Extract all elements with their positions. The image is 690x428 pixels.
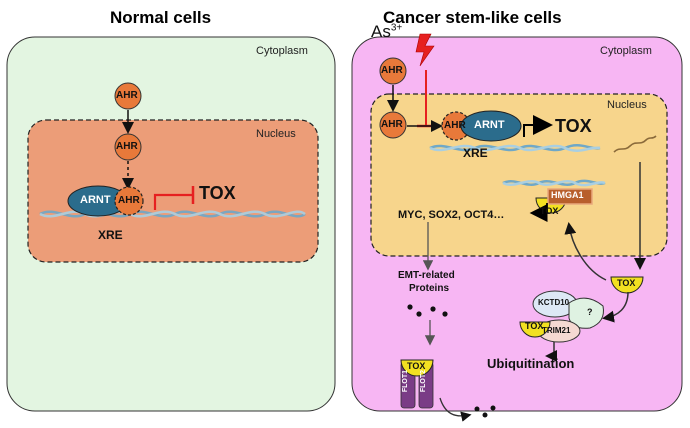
- tox-membrane-label: TOX: [407, 361, 426, 371]
- tox-complex-label: TOX: [525, 321, 544, 331]
- right-ahr-nucleus: [379, 111, 407, 139]
- left-xre-label: XRE: [98, 228, 123, 242]
- tox-to-nucleus-arrow: [564, 222, 607, 281]
- tox-nucleus-label: TOX: [540, 206, 559, 216]
- right-ahr-cytoplasm-label: AHR: [381, 65, 403, 76]
- left-nucleus: [27, 119, 319, 263]
- right-dna-strand-bottom: [502, 179, 606, 187]
- left-inhibit-line: [153, 193, 192, 210]
- right-dna-strand-top: [429, 144, 601, 152]
- left-ahr-bound: [114, 186, 144, 216]
- left-ahr-nucleus-label: AHR: [116, 141, 138, 152]
- flot2-label: FLOT2: [420, 370, 427, 393]
- tox-to-complex-arrow: [602, 291, 629, 323]
- left-ahr-cytoplasm-label: AHR: [116, 90, 138, 101]
- hmga1-label: HMGA1: [551, 190, 584, 200]
- right-ahr-nucleus-label: AHR: [381, 119, 403, 130]
- secretion-arrow: [439, 397, 472, 422]
- target-genes-label: MYC, SOX2, OCT4…: [398, 209, 505, 221]
- tox-to-genes-arrow: [529, 203, 548, 222]
- secreted-dots: [474, 405, 496, 418]
- unknown-protein-label: ?: [587, 307, 593, 317]
- arsenic-label: As3+: [371, 22, 403, 41]
- right-tox-gene-label: TOX: [555, 116, 592, 136]
- emt-label-line1: EMT-related: [398, 270, 455, 281]
- left-ahr-cytoplasm: [114, 82, 142, 110]
- emt-protein-dots: [407, 304, 448, 317]
- flot1-label: FLOT1: [402, 370, 409, 393]
- left-ahr-nucleus: [114, 133, 142, 161]
- to-ubiquitination-arrow: [545, 342, 557, 362]
- right-ahr-bound-label: AHR: [444, 120, 466, 131]
- left-cytoplasm-label: Cytoplasm: [256, 45, 308, 57]
- right-nucleus: [370, 93, 668, 257]
- tox-cytoplasm-label: TOX: [617, 278, 636, 288]
- left-nucleus-label: Nucleus: [256, 128, 296, 140]
- lightning-icon: [415, 33, 435, 67]
- right-xre-label: XRE: [463, 146, 488, 160]
- right-ahr-cytoplasm: [379, 57, 407, 85]
- normal-cells-title: Normal cells: [110, 8, 212, 27]
- tox-transcription-arrow: [523, 115, 553, 137]
- hmga1-box: [547, 188, 593, 205]
- right-arnt-label: ARNT: [474, 119, 505, 131]
- emt-label-line2: Proteins: [409, 283, 450, 294]
- kctd10-label: KCTD10: [538, 298, 570, 307]
- mrna-squiggle: [613, 135, 657, 153]
- left-tox-label: TOX: [199, 183, 236, 203]
- tox-membrane-shape: [400, 359, 434, 377]
- right-arnt: [460, 110, 522, 142]
- right-nucleus-label: Nucleus: [607, 99, 647, 111]
- left-ahr-bound-label: AHR: [118, 195, 140, 206]
- ubiquitination-label: Ubiquitination: [487, 356, 575, 371]
- right-cytoplasm-label: Cytoplasm: [600, 45, 652, 57]
- left-arnt-label: ARNT: [80, 194, 111, 206]
- tox-complex-shape: [519, 321, 551, 338]
- trim21-label: TRIM21: [542, 326, 571, 335]
- cancer-stem-cells-title: Cancer stem-like cells: [383, 8, 562, 27]
